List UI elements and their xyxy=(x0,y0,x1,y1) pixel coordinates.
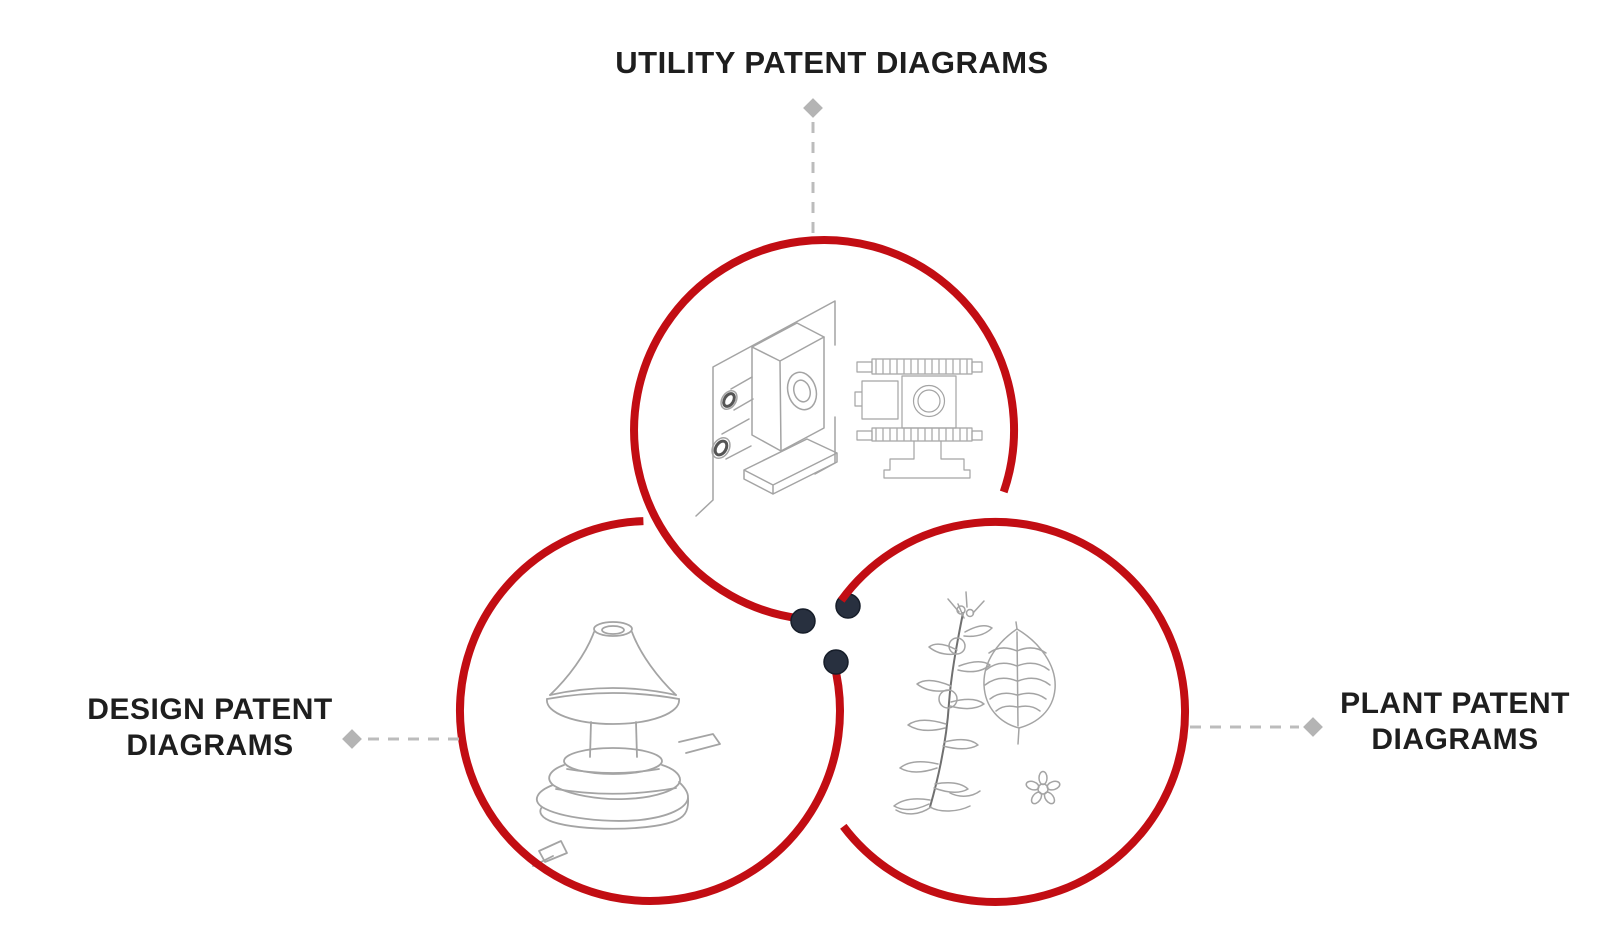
label-line: DESIGN PATENT xyxy=(87,693,333,726)
label-line: UTILITY PATENT DIAGRAMS xyxy=(615,45,1049,80)
plant-diamond-marker xyxy=(1303,717,1323,737)
utility-patent-drawing-isometric xyxy=(695,300,838,517)
plant-circle-arc xyxy=(838,517,1189,906)
utility-patent-drawing-elevation xyxy=(854,358,983,479)
design-arc-end-dot xyxy=(823,649,849,675)
label-line: DIAGRAMS xyxy=(126,729,294,762)
design-circle-arc xyxy=(456,517,844,905)
label-line: DIAGRAMS xyxy=(1371,723,1539,756)
label-utility-patent-diagrams: UTILITY PATENT DIAGRAMS xyxy=(576,46,1088,80)
utility-diamond-marker xyxy=(803,98,823,118)
plant-patent-drawing xyxy=(893,591,1061,815)
label-plant-patent-diagrams: PLANT PATENT DIAGRAMS xyxy=(1305,686,1600,758)
label-design-patent-diagrams: DESIGN PATENT DIAGRAMS xyxy=(60,692,360,764)
utility-arc-end-dot xyxy=(790,608,816,634)
label-line: PLANT PATENT xyxy=(1340,687,1570,720)
utility-circle-arc xyxy=(630,236,1018,623)
design-patent-drawing xyxy=(532,621,721,867)
